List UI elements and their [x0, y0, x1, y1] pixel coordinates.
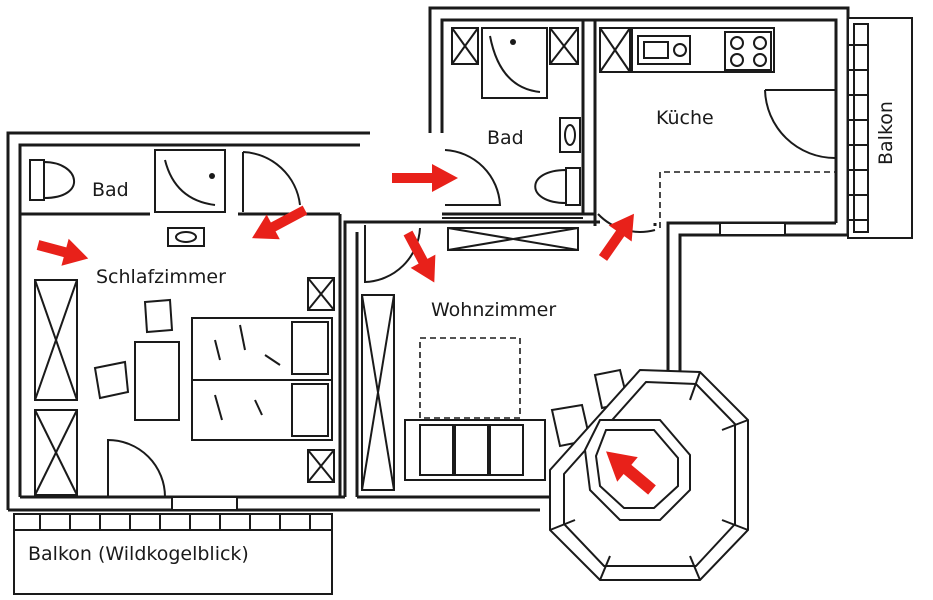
outer-walls [6, 6, 850, 512]
sofa [404, 419, 546, 481]
balcony-door-left [171, 496, 238, 511]
toilet-top [565, 167, 581, 206]
kitchen-divider [659, 171, 836, 228]
arrow-icon-bedroom [36, 238, 89, 266]
room-label-bad-left: Bad [92, 179, 129, 201]
arrow-icon-bath-left [252, 205, 308, 240]
room-label-balkon-right: Balkon [875, 101, 897, 165]
bottom-balcony [13, 513, 333, 595]
room-label-schlafzimmer: Schlafzimmer [96, 266, 226, 288]
top-bath-fixtures [444, 27, 581, 251]
door-living [364, 225, 421, 284]
arrows [36, 164, 656, 495]
door-bath-top [444, 149, 502, 206]
tv-area [419, 337, 521, 419]
chair-desk [93, 360, 130, 400]
door-bath-left [242, 151, 301, 212]
balcony-door-right [719, 222, 786, 236]
room-label-kueche: Küche [656, 107, 714, 129]
arrow-icon-living [403, 230, 436, 283]
room-label-wohnzimmer: Wohnzimmer [431, 299, 556, 321]
shower-top [481, 27, 548, 99]
kitchen-sink [637, 35, 691, 65]
toilet-left [29, 159, 45, 201]
shower-left [154, 149, 226, 213]
chair-top [143, 298, 174, 334]
arrow-icon-kitchen [598, 213, 634, 261]
room-label-bad-top: Bad [487, 127, 524, 149]
sink-top [559, 117, 581, 153]
living-furniture [361, 225, 749, 581]
bedroom-furniture [34, 277, 335, 511]
arrow-icon-bath-top [392, 164, 458, 192]
kitchen-fixtures [597, 27, 836, 236]
arrow-icon-dining [606, 451, 656, 495]
door-bedroom [107, 438, 166, 498]
right-balcony [847, 17, 913, 239]
desk [134, 341, 180, 421]
room-label-balkon-bottom: Balkon (Wildkogelblick) [28, 543, 249, 565]
door-kitchen-balcony [764, 89, 836, 159]
sink-left [167, 227, 205, 247]
left-bath-fixtures [29, 149, 301, 247]
